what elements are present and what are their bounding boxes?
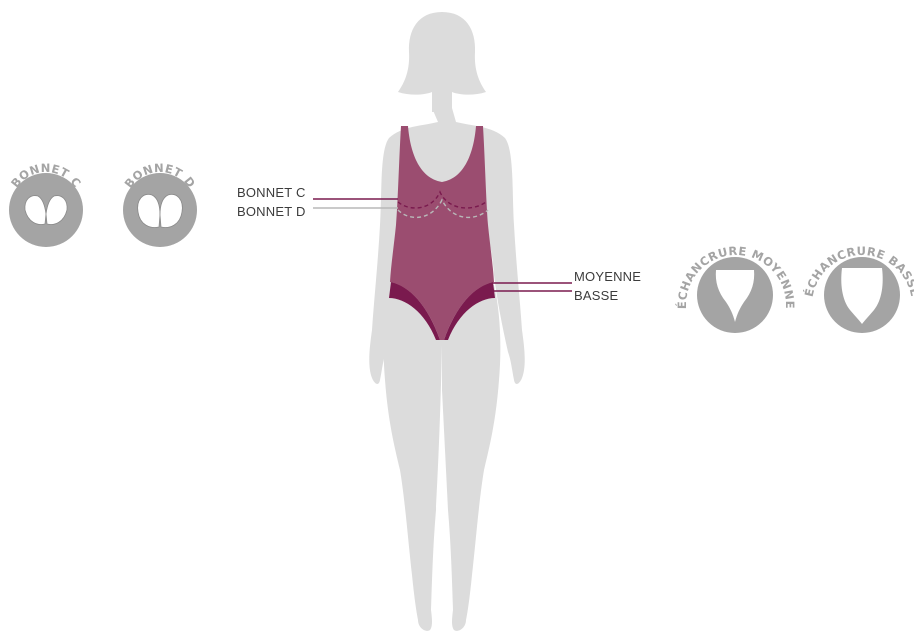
- label-bonnet-c: BONNET C: [237, 185, 306, 200]
- cup-icon-c: BONNET C: [8, 161, 84, 247]
- cup-icon-d: BONNET D: [122, 161, 199, 247]
- label-moyenne: MOYENNE: [574, 269, 641, 284]
- cut-icon-medium: ÉCHANCRURE MOYENNE: [674, 244, 797, 333]
- label-basse: BASSE: [574, 288, 618, 303]
- label-bonnet-d: BONNET D: [237, 204, 306, 219]
- head: [398, 12, 486, 112]
- cut-icon-low: ÉCHANCRURE BASSE: [801, 244, 914, 333]
